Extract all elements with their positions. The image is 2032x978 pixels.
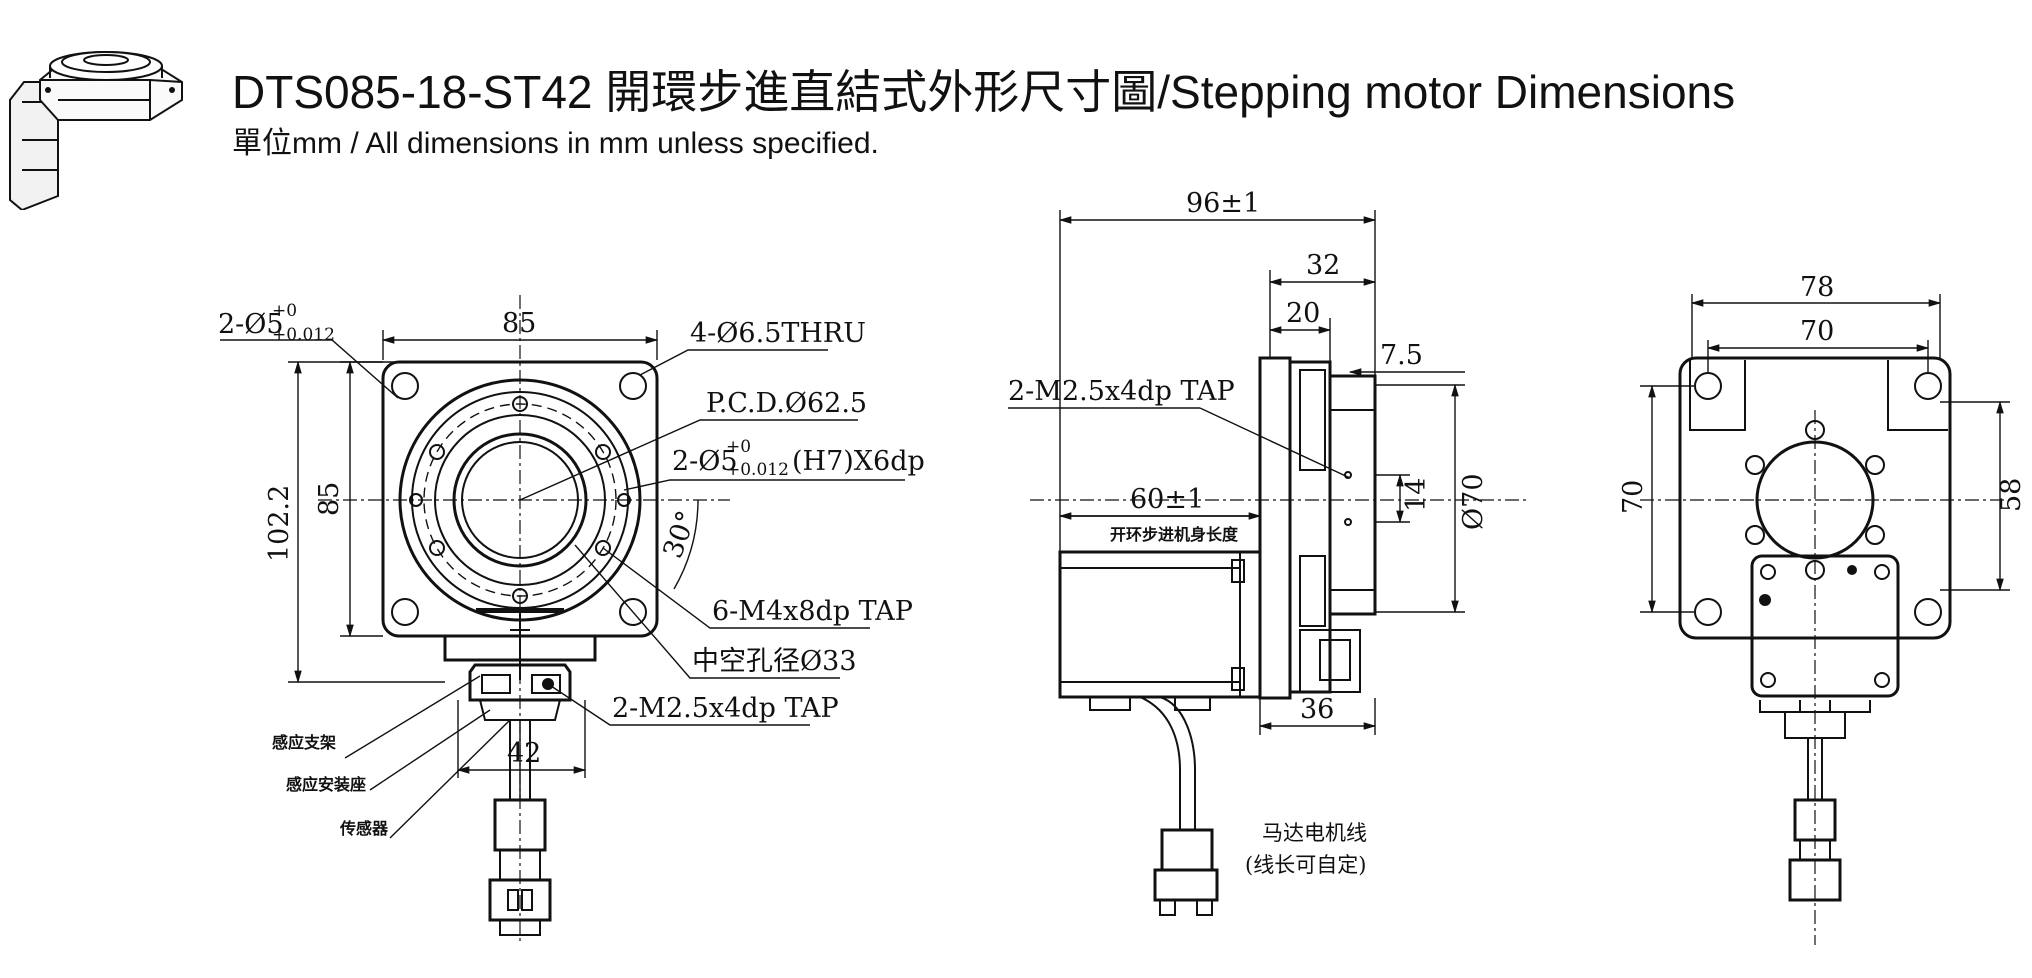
pin-hole-right-tol-lower: +0.012 [726, 460, 789, 480]
dim-back-58: 58 [1996, 478, 2027, 512]
pin-hole-right-tol-upper: +0 [726, 437, 751, 457]
tap-small-label: 2-M2.5x4dp TAP [612, 693, 839, 724]
cable-label-line2: (线长可自定) [1245, 853, 1366, 877]
side-tap-label: 2-M2.5x4dp TAP [1008, 376, 1235, 407]
product-thumbnail [9, 51, 183, 210]
tap-holes-label: 6-M4x8dp TAP [712, 596, 913, 627]
angle-30: 30° [657, 507, 702, 563]
dim-side-14: 14 [1401, 478, 1432, 512]
dim-side-96: 96±1 [1186, 188, 1260, 219]
dim-side-36: 36 [1300, 694, 1334, 725]
dim-back-78: 78 [1800, 272, 1834, 303]
dim-front-102-2: 102.2 [264, 485, 295, 562]
pin-hole-right-label: 2-Ø5 [672, 446, 738, 477]
dim-side-32: 32 [1306, 250, 1340, 281]
pin-hole-top-tol-upper: +0 [272, 301, 297, 321]
pin-hole-top-label: 2-Ø5 [218, 309, 284, 340]
dim-side-20: 20 [1286, 298, 1320, 329]
dim-back-70-left: 70 [1618, 480, 1649, 514]
hollow-bore-label: 中空孔径Ø33 [692, 646, 857, 677]
front-view: 85 85 102.2 42 30° 2-Ø5 +0 +0.012 4-Ø6.5… [218, 295, 925, 945]
dim-front-42: 42 [507, 738, 541, 769]
thru-holes-label: 4-Ø6.5THRU [690, 318, 866, 349]
sensor-bracket-label: 感应支架 [272, 733, 336, 752]
units-note: 單位mm / All dimensions in mm unless speci… [232, 127, 879, 160]
sensor-mount-label: 感应安装座 [286, 775, 366, 794]
dim-front-85-top: 85 [502, 308, 536, 339]
motor-length-note: 开环步进机身长度 [1110, 525, 1239, 544]
dim-back-70-top: 70 [1800, 316, 1834, 347]
pin-hole-right-fit: (H7)X6dp [792, 446, 925, 477]
drawing-title: DTS085-18-ST42 開環步進直結式外形尺寸圖/Stepping mot… [232, 66, 1736, 118]
dim-front-85-left: 85 [314, 482, 345, 516]
dim-side-60: 60±1 [1130, 484, 1204, 515]
pcd-label: P.C.D.Ø62.5 [706, 388, 867, 419]
side-view: 96±1 32 20 7.5 2-M2.5x4dp TAP 60±1 开环步进机… [1008, 188, 1530, 916]
cable-label-line1: 马达电机线 [1262, 821, 1367, 845]
dim-side-7-5: 7.5 [1380, 340, 1423, 371]
pin-hole-top-tol-lower: +0.012 [272, 325, 335, 345]
back-view: 78 70 70 58 [1618, 272, 2027, 945]
sensor-label: 传感器 [339, 819, 389, 838]
dim-side-phi70: Ø70 [1458, 474, 1489, 531]
